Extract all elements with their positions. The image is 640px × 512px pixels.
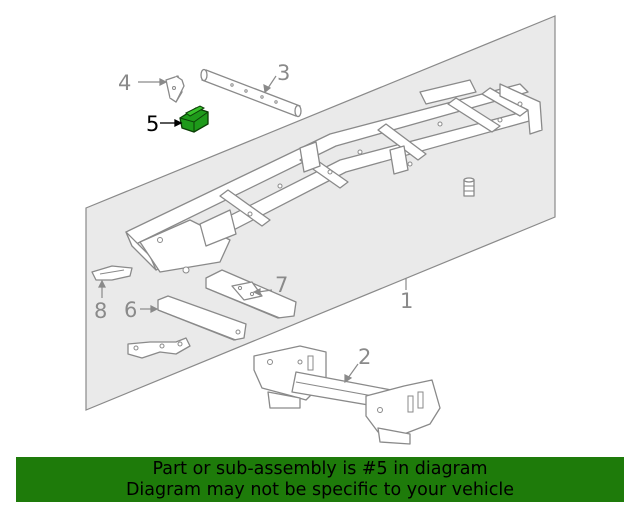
callout-7: 7 xyxy=(275,273,288,297)
callout-6: 6 xyxy=(124,298,137,322)
part-2-crossmember xyxy=(253,345,441,445)
banner-line-1: Part or sub-assembly is #5 in diagram xyxy=(152,459,488,479)
leader-lines xyxy=(98,75,407,384)
part-1-frame xyxy=(125,79,543,274)
part-7-crossmember xyxy=(205,269,297,319)
callout-8: 8 xyxy=(94,299,107,323)
part-4-bracket xyxy=(165,75,185,103)
small-bracket xyxy=(127,337,191,359)
banner-line-2: Diagram may not be specific to your vehi… xyxy=(125,480,515,500)
part-5-mount xyxy=(179,105,209,133)
callout-5: 5 xyxy=(146,112,159,136)
part-6-bar xyxy=(157,295,247,341)
callout-2: 2 xyxy=(358,345,371,369)
callout-3: 3 xyxy=(277,61,290,85)
bushing xyxy=(463,177,475,197)
part-3-tube xyxy=(200,68,302,118)
parts-diagram: 1 2 3 4 5 6 7 8 xyxy=(85,15,556,445)
info-banner: Part or sub-assembly is #5 in diagram Di… xyxy=(16,457,624,502)
leader-line-5 xyxy=(160,118,183,128)
callout-1: 1 xyxy=(400,289,413,313)
part-8-bracket xyxy=(91,265,133,281)
callout-4: 4 xyxy=(118,71,131,95)
